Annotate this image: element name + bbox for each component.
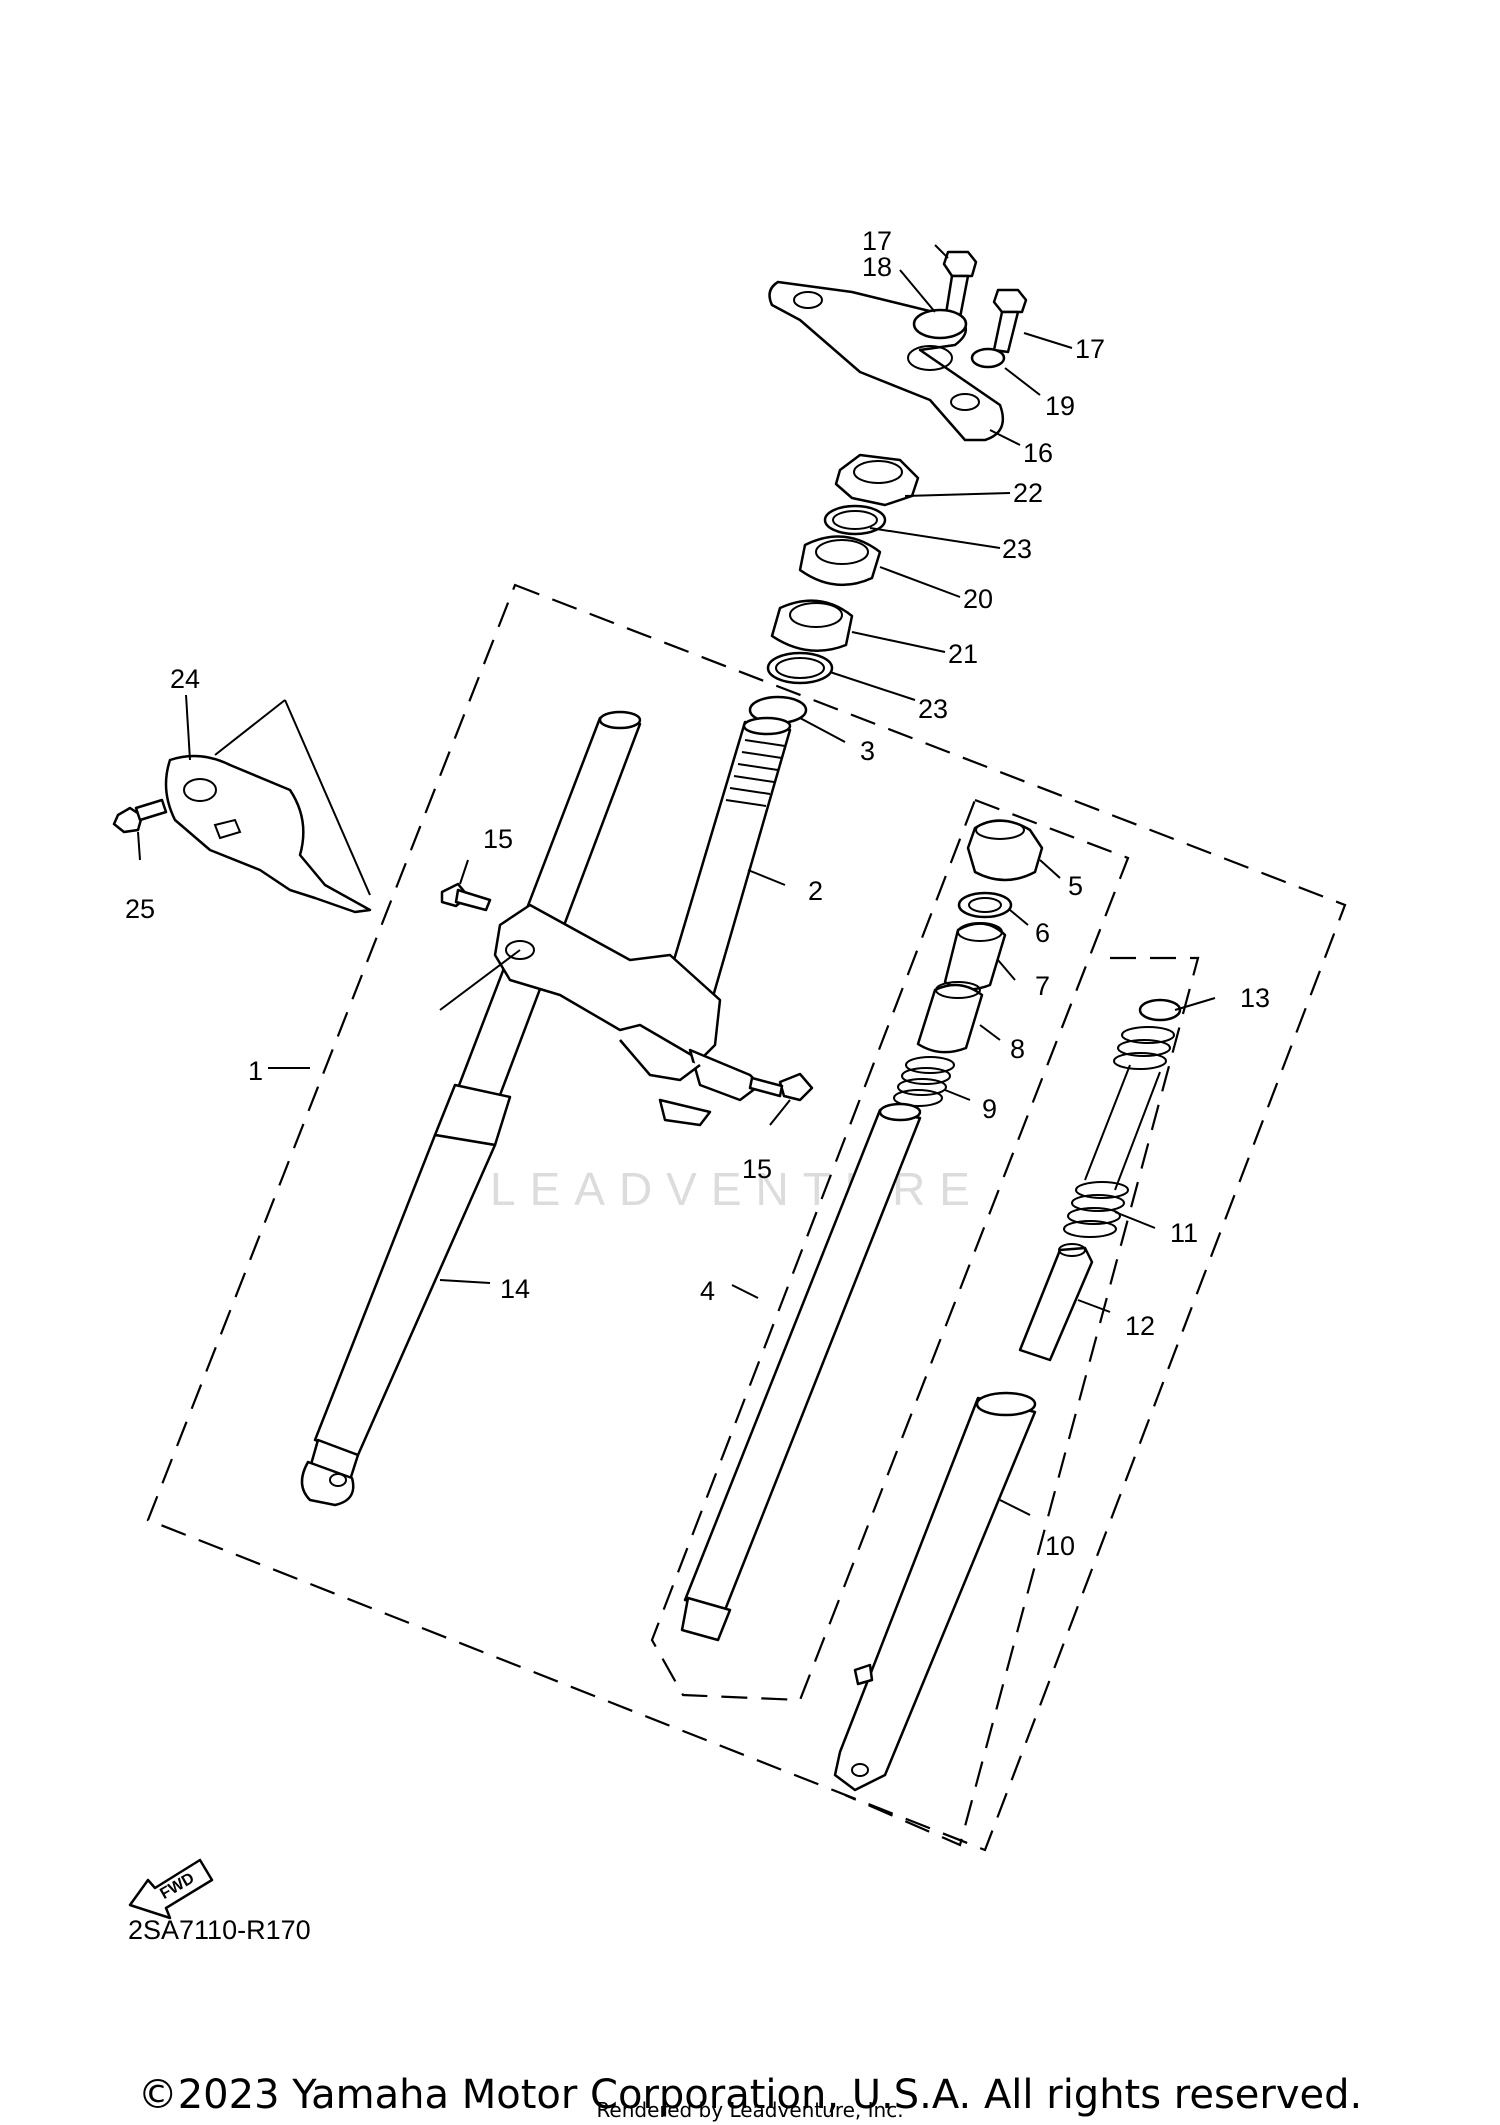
part-13-cap: [1138, 998, 1182, 1022]
callout-17-a: 17: [862, 226, 892, 256]
diagram-code: 2SA7110-R170: [128, 1915, 311, 1945]
callout-15-b: 15: [742, 1154, 772, 1184]
part-15-bolt-b: [748, 1072, 814, 1102]
callout-17-b: 17: [1075, 334, 1105, 364]
part-6-washer: [957, 891, 1013, 919]
part-24-plate: [164, 754, 372, 914]
callout-23-a: 23: [1002, 534, 1032, 564]
callout-10: 10: [1045, 1531, 1075, 1561]
callout-13: 13: [1240, 983, 1270, 1013]
callout-22: 22: [1013, 478, 1043, 508]
leader-lines: [137, 244, 1216, 1516]
callout-12: 12: [1125, 1311, 1155, 1341]
callout-8: 8: [1010, 1034, 1025, 1064]
assembly-outline-front-fork: [146, 583, 1347, 1852]
callout-9: 9: [982, 1094, 997, 1124]
callout-labels: 17 18 17 19 16 22 23 20 21 23 3 2 5 6 7 …: [125, 226, 1270, 1561]
part-2-steering-stem: [663, 716, 792, 1002]
steering-bracket: [493, 903, 762, 1127]
part-14-fork-assembly: [300, 710, 642, 1507]
callout-19: 19: [1045, 391, 1075, 421]
callout-23-b: 23: [918, 694, 948, 724]
part-19-washer: [970, 347, 1006, 369]
part-9-spring: [893, 1056, 955, 1107]
callout-21: 21: [948, 639, 978, 669]
rendered-by-note: Rendered by Leadventure, Inc.: [596, 2098, 904, 2122]
callout-18: 18: [862, 252, 892, 282]
part-17-bolt-b: [992, 288, 1028, 354]
part-8-spacer: [916, 981, 984, 1054]
part-12-cylinder: [1018, 1243, 1094, 1362]
part-22-ring-nut: [834, 453, 920, 507]
copyright-notice: ©2023 Yamaha Motor Corporation, U.S.A. A…: [137, 2072, 1363, 2118]
assembly-outline-outer-tube: [844, 956, 1200, 1847]
callout-15-a: 15: [483, 824, 513, 854]
callout-2: 2: [808, 876, 823, 906]
callout-25: 25: [125, 894, 155, 924]
fwd-arrow-icon: FWD: [128, 1858, 214, 1920]
callout-20: 20: [963, 584, 993, 614]
part-16-handle-crown: [768, 280, 1005, 442]
part-7-collar: [943, 922, 1007, 991]
callout-3: 3: [860, 736, 875, 766]
callout-4: 4: [700, 1276, 715, 1306]
callout-7: 7: [1035, 971, 1050, 1001]
callout-6: 6: [1035, 918, 1050, 948]
part-20-race: [798, 535, 882, 587]
callout-5: 5: [1068, 871, 1083, 901]
part-21-race: [770, 599, 854, 652]
callout-16: 16: [1023, 438, 1053, 468]
watermark-text: LEADVENTURE: [490, 1163, 984, 1215]
part-4-inner-tube: [680, 1102, 922, 1642]
part-10-outer-tube: [833, 1391, 1037, 1792]
part-11-spring: [1063, 1026, 1175, 1238]
callout-11: 11: [1170, 1218, 1198, 1248]
part-5-cap: [966, 819, 1044, 882]
callout-1: 1: [248, 1056, 263, 1086]
part-18-washer: [912, 308, 968, 340]
assembly-outline-inner-tube: [650, 798, 1130, 1702]
callout-24: 24: [170, 664, 200, 694]
part-15-bolt-a: [440, 882, 492, 912]
callout-14: 14: [500, 1274, 530, 1304]
part-25-screw: [112, 798, 168, 834]
